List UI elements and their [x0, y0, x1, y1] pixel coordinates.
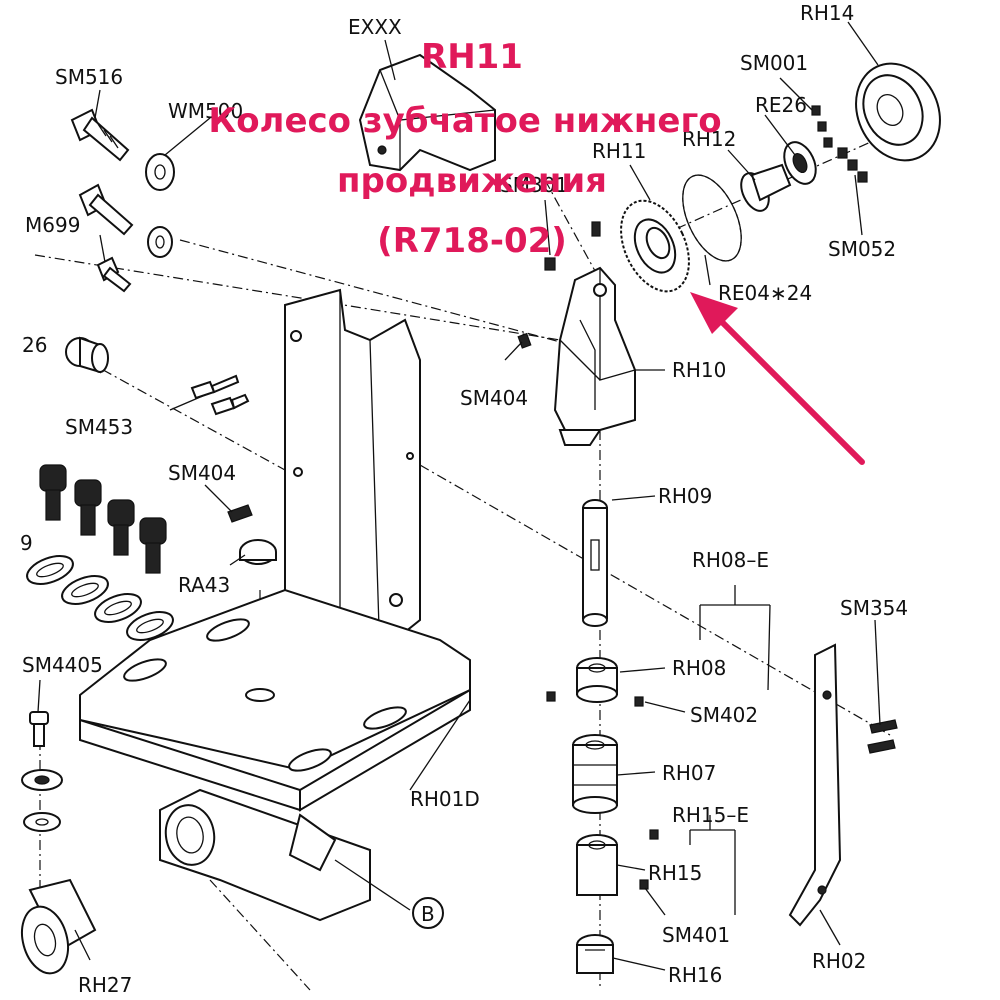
label-sm001: SM001: [740, 51, 808, 75]
label-26: 26: [22, 333, 47, 357]
label-sm402: SM402: [690, 703, 758, 727]
label-sm453: SM453: [65, 415, 133, 439]
cap-screws: [39, 464, 167, 574]
screw-sm404-holder: [517, 332, 532, 349]
screw-sm404-frame: [227, 504, 253, 523]
wheel-rh14: [855, 62, 941, 162]
gear-rh11: [620, 199, 690, 293]
bearing-re04: [682, 174, 742, 262]
label-b: B: [421, 902, 435, 926]
label-sm401: SM401: [662, 923, 730, 947]
screw-m699: [96, 256, 132, 293]
collar-rh15: [576, 829, 659, 896]
label-wm500: WM500: [168, 99, 243, 123]
label-sm301: SM301: [500, 173, 568, 197]
label-rh08e: RH08–E: [692, 548, 769, 572]
roller-rh07: [572, 734, 618, 814]
collar-rh08: [546, 657, 644, 707]
label-rh11: RH11: [592, 139, 646, 163]
part-rh27: [20, 878, 97, 975]
part-rh16: [576, 934, 614, 974]
leader-lines: [37, 21, 881, 971]
label-rh15: RH15: [648, 861, 702, 885]
highlight-title: RH11 Колесо зубчатое нижнего продвижения…: [208, 37, 721, 261]
label-rh10: RH10: [672, 358, 726, 382]
bushing-26: [65, 336, 109, 374]
holder-rh10: [553, 266, 636, 446]
title-part-code: RH11: [421, 37, 523, 77]
part-labels: EXXX RH14 SM001 SM516 WM500 RE26 RH12 RH…: [20, 1, 908, 997]
label-rh27: RH27: [78, 973, 132, 997]
label-cut-9: 9: [20, 531, 33, 555]
label-rh02: RH02: [812, 949, 866, 973]
label-rh15e: RH15–E: [672, 803, 749, 827]
label-rh12: RH12: [682, 127, 736, 151]
label-rh16: RH16: [668, 963, 722, 987]
group-brackets: [689, 585, 771, 915]
label-sm052: SM052: [828, 237, 896, 261]
label-sm4405: SM4405: [22, 653, 103, 677]
label-re26: RE26: [755, 93, 807, 117]
bracket-exxx: [358, 53, 496, 172]
title-part-name-line1: Колесо зубчатое нижнего: [208, 101, 721, 141]
label-exxx: EXXX: [348, 15, 402, 39]
label-ra43: RA43: [178, 573, 230, 597]
shaft-rh09: [582, 499, 608, 627]
label-rh07: RH07: [662, 761, 716, 785]
label-rh14: RH14: [800, 1, 854, 25]
screws-sm001: [811, 105, 833, 148]
label-rh01d: RH01D: [410, 787, 480, 811]
highlight-arrow: [690, 292, 865, 465]
label-rh08: RH08: [672, 656, 726, 680]
callout-b-circle: [412, 897, 444, 929]
label-m699: M699: [25, 213, 80, 237]
label-sm404-frame: SM404: [168, 461, 236, 485]
screw-sm4405-stack: [21, 711, 63, 832]
washer-wm500: [145, 153, 175, 191]
plug-ra43: [239, 539, 277, 565]
screws-sm052: [837, 147, 868, 183]
screw-upper-left: [78, 183, 173, 258]
label-sm354: SM354: [840, 596, 908, 620]
screw-sm301: [544, 221, 601, 271]
frame-rh01d: [79, 288, 471, 922]
label-re04: RE04∗24: [718, 281, 812, 305]
label-rh09: RH09: [658, 484, 712, 508]
screw-sm453: [190, 374, 250, 416]
label-sm404-holder: SM404: [460, 386, 528, 410]
title-part-name-line2: продвижения: [337, 161, 607, 201]
label-sm516: SM516: [55, 65, 123, 89]
shaft-rh12: [740, 163, 792, 212]
title-model: (R718-02): [377, 221, 567, 261]
screw-sm516: [70, 108, 130, 162]
oval-washers: [26, 555, 174, 641]
cam-re26: [783, 141, 817, 185]
link-rh02: [788, 643, 898, 927]
